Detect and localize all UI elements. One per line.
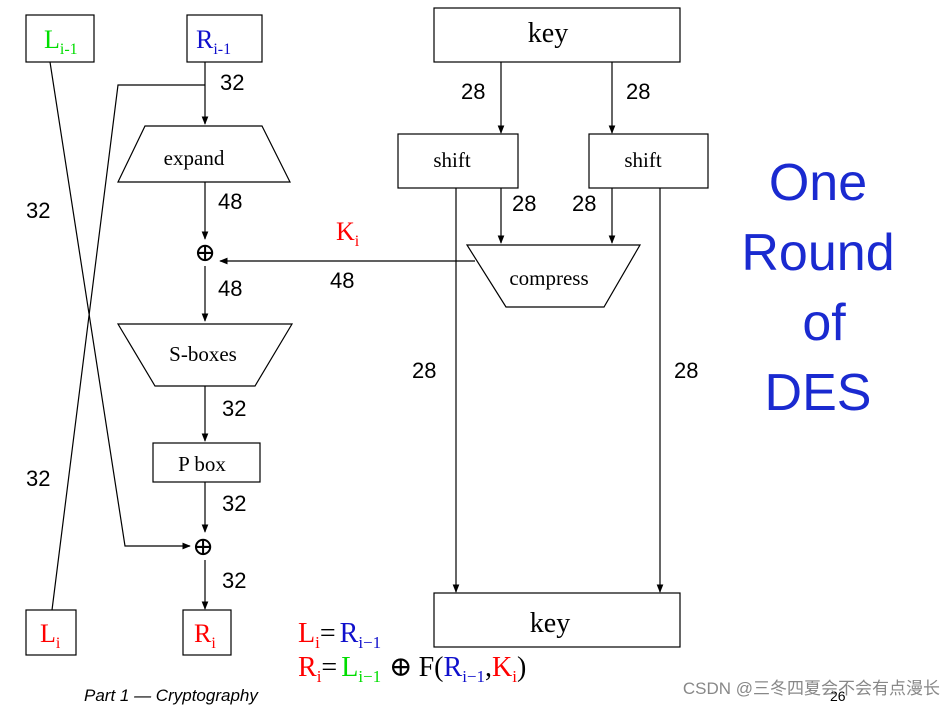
page-number: 26 — [830, 688, 846, 704]
input-right-box — [186, 14, 263, 63]
l-cross-to-xor — [49, 61, 191, 550]
output-right-box — [182, 609, 232, 656]
footer-text: Part 1 — Cryptography — [84, 686, 259, 705]
bits-key-down-left: 28 — [412, 358, 436, 383]
title-line-2: Round — [741, 224, 894, 282]
shift-right-label: shift — [624, 148, 662, 172]
bits-sbox-out: 32 — [222, 396, 246, 421]
shift-left-box — [397, 133, 519, 189]
bits-l-cross-upper: 32 — [26, 198, 50, 223]
bits-expand-out: 48 — [218, 189, 242, 214]
output-left-label: Li — [40, 619, 61, 652]
key-bottom-label: key — [530, 608, 570, 639]
output-right-label: Ri — [194, 619, 216, 652]
bits-k-width: 48 — [330, 268, 354, 293]
equation-right-update: Ri=Li−1⊕F(Ri−1,Ki) — [298, 652, 526, 686]
title-line-1: One — [769, 154, 867, 212]
input-left-label: Li-1 — [44, 25, 78, 58]
r-cross-to-left-output — [47, 84, 205, 627]
output-left-box — [25, 609, 77, 656]
bits-r-out: 32 — [222, 568, 246, 593]
expand-label: expand — [164, 146, 225, 170]
compress-label: compress — [509, 266, 588, 290]
input-left-box — [25, 14, 95, 63]
sboxes-label: S-boxes — [169, 342, 237, 366]
key-top-box — [433, 7, 681, 63]
pbox-box — [152, 442, 261, 483]
input-right-label: Ri-1 — [196, 25, 231, 58]
round-key-label: Ki — [336, 217, 360, 250]
bits-r-in: 32 — [220, 70, 244, 95]
key-top-label: key — [528, 18, 568, 49]
pbox-label: P box — [178, 452, 226, 476]
compress-box — [465, 244, 642, 308]
bits-key-right: 28 — [626, 79, 650, 104]
bits-key-down-right: 28 — [674, 358, 698, 383]
slide-title: One Round of DES — [741, 154, 894, 422]
bits-shift-right-out: 28 — [572, 191, 596, 216]
title-line-3: of — [802, 294, 846, 352]
xor-lower: ⊕ — [192, 532, 214, 561]
bits-xor-out: 48 — [218, 276, 242, 301]
bits-key-left: 28 — [461, 79, 485, 104]
xor-upper: ⊕ — [194, 238, 216, 267]
bits-l-cross-lower: 32 — [26, 466, 50, 491]
key-bottom-box — [433, 592, 681, 648]
sboxes-box — [116, 323, 294, 387]
bits-shift-left-out: 28 — [512, 191, 536, 216]
title-line-4: DES — [765, 364, 872, 422]
equation-left-update: Li=Ri−1 — [298, 618, 381, 652]
bits-pbox-out: 32 — [222, 491, 246, 516]
watermark: CSDN @三冬四夏会不会有点漫长 — [683, 679, 940, 698]
expand-box — [117, 125, 291, 183]
shift-right-box — [588, 133, 709, 189]
shift-left-label: shift — [433, 148, 471, 172]
